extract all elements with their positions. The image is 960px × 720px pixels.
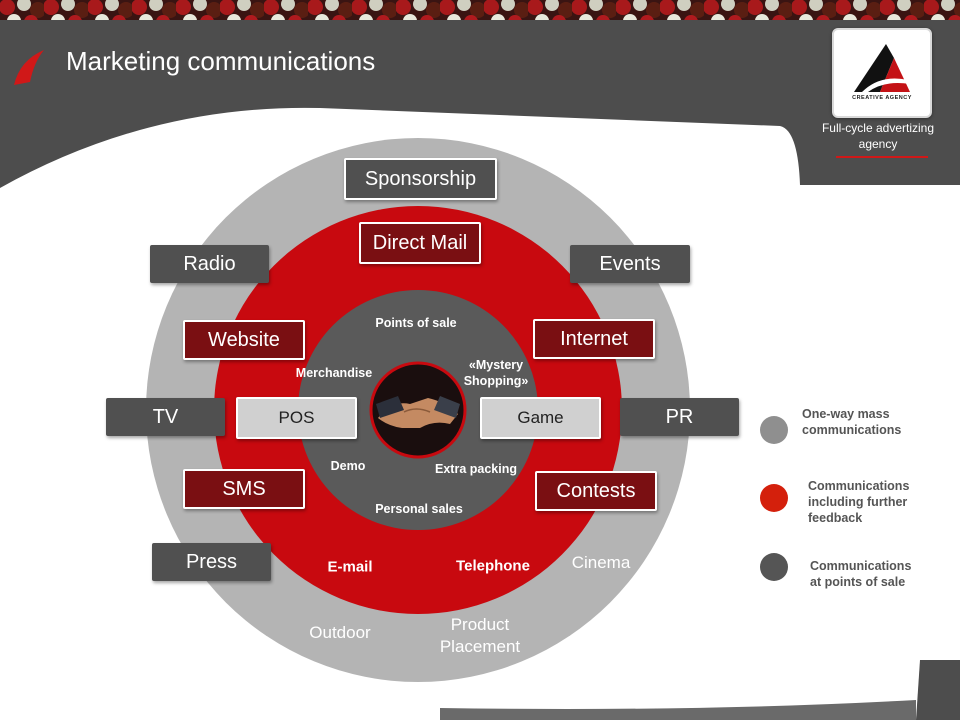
- email-label: E-mail: [327, 558, 373, 576]
- tagline-underline: [836, 156, 928, 158]
- outdoor-label: Outdoor: [309, 623, 371, 642]
- legend-feedback-line1: Communications: [808, 479, 910, 493]
- merchandise-label: Merchandise: [295, 366, 373, 380]
- points-of-sale-label: Points of sale: [375, 316, 457, 330]
- cinema-label: Cinema: [571, 553, 631, 572]
- contests-box: Contests: [535, 471, 657, 511]
- legend-text-mass: One-way mass communications: [802, 406, 901, 438]
- product-placement-line1: Product: [450, 615, 510, 634]
- tv-box: TV: [106, 398, 225, 436]
- legend-dot-mass: [760, 416, 788, 444]
- handshake-image: [369, 361, 467, 459]
- legend-feedback-line3: feedback: [808, 511, 863, 525]
- press-box: Press: [152, 543, 271, 581]
- website-box: Website: [183, 320, 305, 360]
- internet-box: Internet: [533, 319, 655, 359]
- legend-text-pos: Communications at points of sale: [810, 558, 911, 590]
- agency-logo: CREATIVE AGENCY: [832, 28, 932, 118]
- radio-box: Radio: [150, 245, 269, 283]
- direct-mail-box: Direct Mail: [359, 222, 481, 264]
- pos-box: POS: [236, 397, 357, 439]
- sms-box: SMS: [183, 469, 305, 509]
- pr-box: PR: [620, 398, 739, 436]
- mystery-shopping-line1: «Mystery: [468, 358, 524, 372]
- personal-sales-label: Personal sales: [375, 502, 463, 516]
- page-title: Marketing communications: [66, 46, 376, 76]
- legend-mass-line2: communications: [802, 423, 902, 437]
- legend-pos-line1: Communications: [810, 559, 912, 573]
- demo-label: Demo: [330, 459, 366, 473]
- title-swoosh-icon: [14, 50, 44, 85]
- game-box: Game: [480, 397, 601, 439]
- legend-text-feedback: Communications including further feedbac…: [808, 478, 909, 526]
- logo-mountain-icon: [854, 44, 910, 92]
- product-placement-label: Product Placement: [440, 614, 520, 658]
- logo-text: CREATIVE AGENCY: [852, 95, 912, 101]
- extra-packing-label: Extra packing: [435, 462, 517, 476]
- legend-dot-pos: [760, 553, 788, 581]
- events-box: Events: [570, 245, 690, 283]
- corner-tab: [916, 660, 960, 720]
- product-placement-line2: Placement: [439, 637, 521, 656]
- footer-swoosh: [440, 700, 916, 720]
- legend-mass-line1: One-way mass: [802, 407, 890, 421]
- header-band: [0, 20, 960, 188]
- mystery-shopping-line2: Shopping»: [463, 374, 529, 388]
- sponsorship-box: Sponsorship: [344, 158, 497, 200]
- legend-feedback-line2: including further: [808, 495, 908, 509]
- legend-dot-feedback: [760, 484, 788, 512]
- mystery-shopping-label: «Mystery Shopping»: [464, 357, 529, 389]
- legend-pos-line2: at points of sale: [810, 575, 906, 589]
- telephone-label: Telephone: [456, 557, 530, 575]
- tagline: Full-cycle advertizing agency: [821, 121, 935, 151]
